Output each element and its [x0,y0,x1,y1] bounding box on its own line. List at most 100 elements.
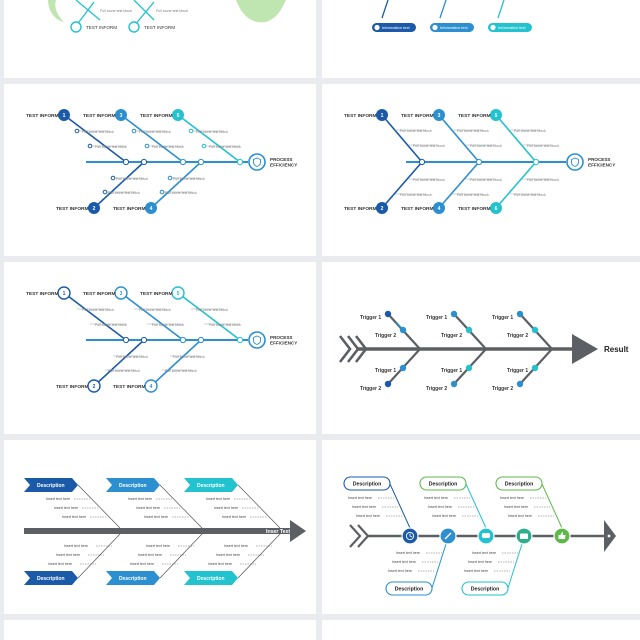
test-inform-label: TEST INFORM [86,25,117,30]
rib-group [395,129,552,195]
fish-bone [120,114,184,163]
description-tag[interactable]: Description [106,571,160,585]
fish-bone [439,0,447,19]
insert-text: Insert text here [392,560,416,564]
test-inform-label: TEST INFORM [401,206,434,212]
small-text: Full loone test block [196,130,228,134]
description-label: Description [197,576,225,582]
small-text: Full loone test block [514,193,546,197]
description-pill[interactable]: Description [343,476,391,491]
process-efficiency-head [248,153,266,171]
trigger-label: Trigger 2 [441,333,462,339]
badge-number: 2 [93,206,96,212]
pencil-icon [439,527,457,545]
small-text: Full loone test block [116,177,148,181]
slide-3-canvas: Full loone test block Full loone test bl… [26,109,297,214]
description-pill[interactable]: Description [385,581,433,596]
trigger-label: Trigger 2 [375,333,396,339]
insert-text: Insert text here [216,553,240,557]
description-label: Description [353,482,382,488]
small-text: Full loone test block [400,129,432,133]
slide-10[interactable] [322,620,640,640]
folder-icon [515,527,533,545]
slide-7-canvas: Inser Text Description Description Descr… [24,478,306,585]
clock-icon [401,527,419,545]
description-pill[interactable]: Description [419,476,467,491]
fish-bone [381,161,423,209]
number-badge [128,21,140,33]
info-pill[interactable]: Information text [430,23,474,32]
insert-text: Insert text here [424,496,448,500]
small-text: Full loone test block [527,178,559,182]
badge-number: 5 [495,113,498,119]
description-tag[interactable]: Description [24,571,78,585]
description-label: Description [429,482,458,488]
test-inform-label: TEST INFORM [401,113,434,119]
fish-bone [133,0,155,21]
info-pill-label: Information text [440,25,468,30]
number-badge [87,379,101,393]
slide-2[interactable]: Information text Information text Inform… [322,0,640,78]
description-tag[interactable]: Description [184,571,238,585]
fish-bone [438,161,480,209]
insert-text: Insert text here [136,506,160,510]
shield-icon [253,157,261,167]
slide-6[interactable]: Result Tri [322,262,640,434]
small-text: Full loone test block [457,129,489,133]
slide-3[interactable]: Full loone test block Full loone test bl… [4,84,316,256]
small-text: Full loone test block [108,191,140,195]
small-text: Full loone test block [457,193,489,197]
trigger-label: Trigger 1 [375,368,396,374]
test-inform-label: TEST INFORM [144,25,175,30]
slide-4[interactable]: Full loone test block Full loone test bl… [322,84,640,256]
small-text: Full loone test block [413,178,445,182]
slide-1[interactable]: Full loone test block Full loone test bl… [4,0,316,78]
slide-8[interactable]: Description Description Description Desc… [322,440,640,614]
thumbs-up-icon [553,527,571,545]
description-label: Description [119,483,147,489]
fish-bone [75,1,95,27]
small-text: Full loone test block [400,193,432,197]
description-pill[interactable]: Description [495,476,543,491]
number-badge [70,21,82,33]
small-text: Full loone test block [82,308,114,312]
description-tag[interactable]: Description [24,478,78,492]
badge-number: 3 [120,113,123,119]
test-inform-label: TEST INFORM [56,206,89,212]
slide-6-canvas: Result Tri [338,310,629,392]
number-badge [490,202,502,214]
small-text: Full loone test block [156,9,188,13]
text-leaders [74,498,272,565]
insert-text: Insert text here [388,569,412,573]
description-label: Description [37,576,65,582]
number-badge [88,202,100,214]
insert-text: Insert text here [222,515,246,519]
head-label: EFFICIENCY [270,163,297,168]
small-text: Full loone test block [173,177,205,181]
test-inform-label: TEST INFORM [344,113,377,119]
fish-bone [150,161,202,209]
trigger-label: Trigger 2 [492,386,513,392]
number-badge [376,109,388,121]
info-pill[interactable]: Information text [372,23,416,32]
test-inform-label: TEST INFORM [26,113,59,119]
badge-number: 6 [495,206,498,212]
slide-5[interactable]: Full loone test block Full loone test bl… [4,262,316,434]
info-pill[interactable]: Information text [488,23,532,32]
insert-text: Insert text here [508,514,532,518]
fish-bone [63,292,127,341]
decorative-leaf [236,0,286,23]
small-text: Full loone test block [527,144,559,148]
description-tag[interactable]: Description [106,478,160,492]
description-pill[interactable]: Description [461,581,509,596]
insert-text: Insert text here [130,562,154,566]
trigger-label: Trigger 1 [507,368,528,374]
fish-bone [381,114,423,163]
insert-text: Insert text here [396,551,420,555]
slide-9[interactable] [4,620,316,640]
info-pill-label: Information text [382,25,410,30]
small-text: Full loone test block [209,323,241,327]
slide-7[interactable]: Inser Text Description Description Descr… [4,440,316,614]
small-text: Full loone test block [165,369,197,373]
description-tag[interactable]: Description [184,478,238,492]
